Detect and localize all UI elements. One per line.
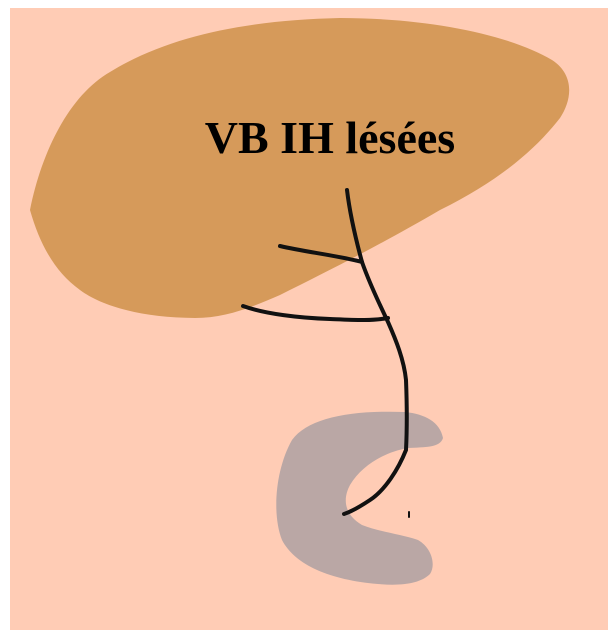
diagram-title: VB IH lésées [205,112,455,163]
